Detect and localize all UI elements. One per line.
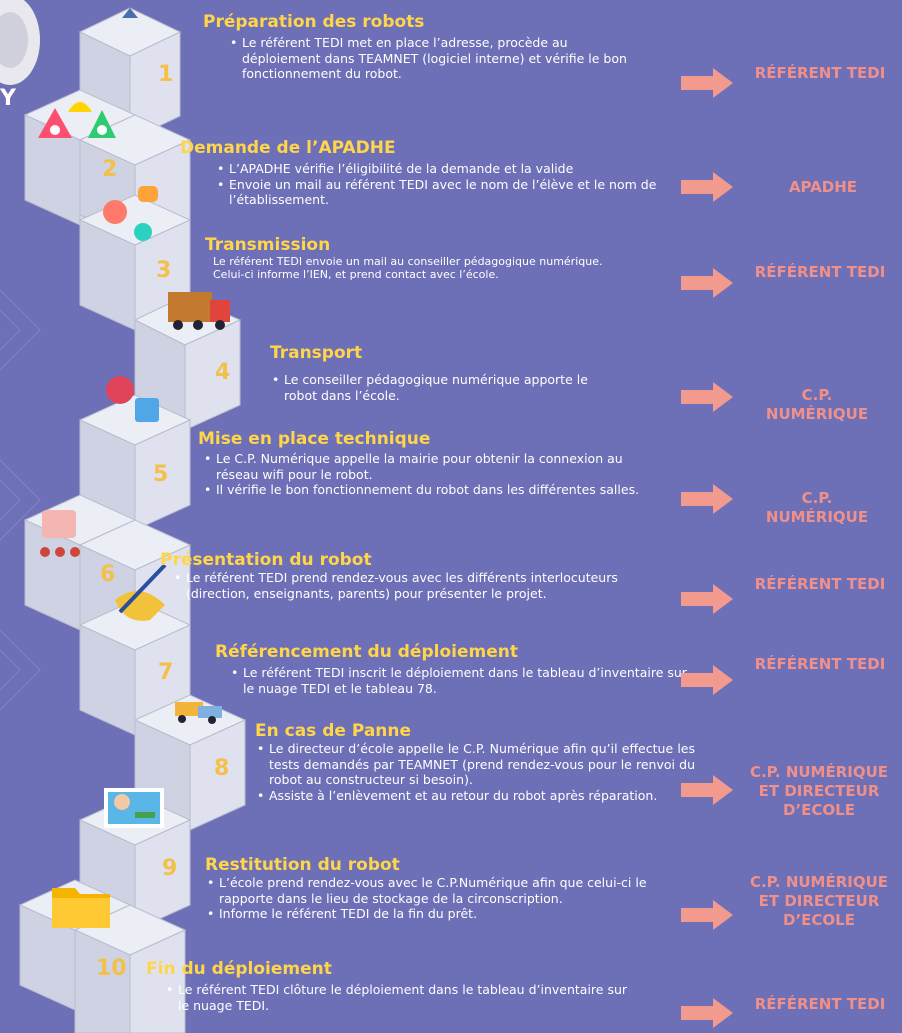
- step-number-4: 4: [215, 360, 231, 385]
- step-title: Mise en place technique: [198, 429, 431, 449]
- arrow-right-icon: [681, 172, 733, 202]
- step-line: Assiste à l’enlèvement et au retour du r…: [255, 788, 695, 804]
- step-title: Référencement du déploiement: [215, 642, 518, 662]
- step-line: Le conseiller pédagogique numérique appo…: [270, 372, 590, 403]
- step-line: Il vérifie le bon fonctionnement du robo…: [202, 482, 642, 498]
- robot-icon: [0, 0, 40, 85]
- step-number-1: 1: [158, 62, 174, 87]
- step-number-7: 7: [158, 660, 174, 685]
- video-call-icon: [104, 788, 164, 828]
- role-label: RÉFÉRENT TEDI: [754, 263, 886, 281]
- arrow-right-icon: [681, 998, 733, 1028]
- shapes-icon: [38, 102, 116, 138]
- step-line: Envoie un mail au référent TEDI avec le …: [215, 177, 685, 208]
- step-6: Présentation du robot Le référent TEDI p…: [160, 551, 640, 601]
- step-number-5: 5: [153, 462, 169, 487]
- step-number-8: 8: [214, 756, 230, 781]
- step-line: Le référent TEDI prend rendez-vous avec …: [172, 570, 632, 601]
- step-line: Le référent TEDI inscrit le déploiement …: [229, 665, 699, 696]
- step-line: Le référent TEDI envoie un mail au conse…: [213, 255, 603, 268]
- step-line: Celui-ci informe l’IEN, et prend contact…: [213, 268, 499, 281]
- step-line: Le référent TEDI clôture le déploiement …: [164, 982, 634, 1013]
- step-number-6: 6: [100, 562, 116, 587]
- arrow-right-icon: [681, 900, 733, 930]
- step-2: Demande de l’APADHE L’APADHE vérifie l’é…: [180, 139, 690, 208]
- people-icon: [40, 510, 80, 557]
- chat-bubbles-icon: [103, 186, 158, 241]
- arrow-right-icon: [681, 484, 733, 514]
- step-title: Demande de l’APADHE: [180, 138, 396, 158]
- arrow-right-icon: [681, 584, 733, 614]
- header-fragment: Y: [0, 86, 16, 111]
- step-1: Préparation des robots Le référent TEDI …: [203, 13, 643, 82]
- step-title: Transmission: [205, 235, 331, 255]
- role-label: C.P. NUMÉRIQUE: [765, 386, 869, 423]
- role-label: APADHE: [788, 178, 858, 196]
- step-8: En cas de Panne Le directeur d’école app…: [255, 722, 705, 803]
- step-5: Mise en place technique Le C.P. Numériqu…: [198, 430, 658, 498]
- step-line: Le C.P. Numérique appelle la mairie pour…: [202, 451, 642, 482]
- step-number-3: 3: [156, 258, 172, 283]
- step-10: Fin du déploiement Le référent TEDI clôt…: [146, 960, 636, 1013]
- arrow-right-icon: [681, 665, 733, 695]
- step-number-9: 9: [162, 856, 178, 881]
- role-label: C.P. NUMÉRIQUE: [765, 489, 869, 526]
- hand-pen-icon: [115, 563, 167, 621]
- step-title: Présentation du robot: [160, 550, 372, 570]
- step-4: Transport Le conseiller pédagogique numé…: [270, 344, 610, 403]
- arrow-right-icon: [681, 68, 733, 98]
- arrow-right-icon: [681, 775, 733, 805]
- role-label: RÉFÉRENT TEDI: [754, 64, 886, 82]
- step-line: Le référent TEDI met en place l’adresse,…: [228, 35, 633, 82]
- step-line: L’APADHE vérifie l’éligibilité de la dem…: [215, 161, 685, 177]
- step-number-10: 10: [96, 956, 127, 981]
- step-number-2: 2: [102, 157, 118, 182]
- role-label: RÉFÉRENT TEDI: [754, 995, 886, 1013]
- role-label: C.P. NUMÉRIQUE ET DIRECTEUR D’ECOLE: [749, 873, 889, 929]
- step-9: Restitution du robot L’école prend rende…: [205, 856, 685, 922]
- step-line: Le directeur d’école appelle le C.P. Num…: [255, 741, 695, 788]
- step-title: Restitution du robot: [205, 855, 400, 875]
- role-label: RÉFÉRENT TEDI: [754, 655, 886, 673]
- arrow-right-icon: [681, 268, 733, 298]
- role-label: RÉFÉRENT TEDI: [754, 575, 886, 593]
- folder-icon: [52, 888, 110, 928]
- lamp-icon: [122, 8, 138, 18]
- virus-puzzle-icon: [106, 376, 159, 422]
- step-line: L’école prend rendez-vous avec le C.P.Nu…: [205, 875, 675, 906]
- truck-icon: [168, 292, 230, 330]
- tow-truck-icon: [175, 702, 222, 724]
- step-title: Préparation des robots: [203, 12, 425, 32]
- role-label: C.P. NUMÉRIQUE ET DIRECTEUR D’ECOLE: [749, 763, 889, 819]
- arrow-right-icon: [681, 382, 733, 412]
- step-title: En cas de Panne: [255, 721, 412, 741]
- step-line: Informe le référent TEDI de la fin du pr…: [205, 906, 675, 922]
- step-title: Fin du déploiement: [146, 959, 332, 979]
- step-title: Transport: [270, 343, 363, 363]
- step-3: Transmission Le référent TEDI envoie un …: [205, 236, 700, 282]
- step-7: Référencement du déploiement Le référent…: [215, 643, 705, 696]
